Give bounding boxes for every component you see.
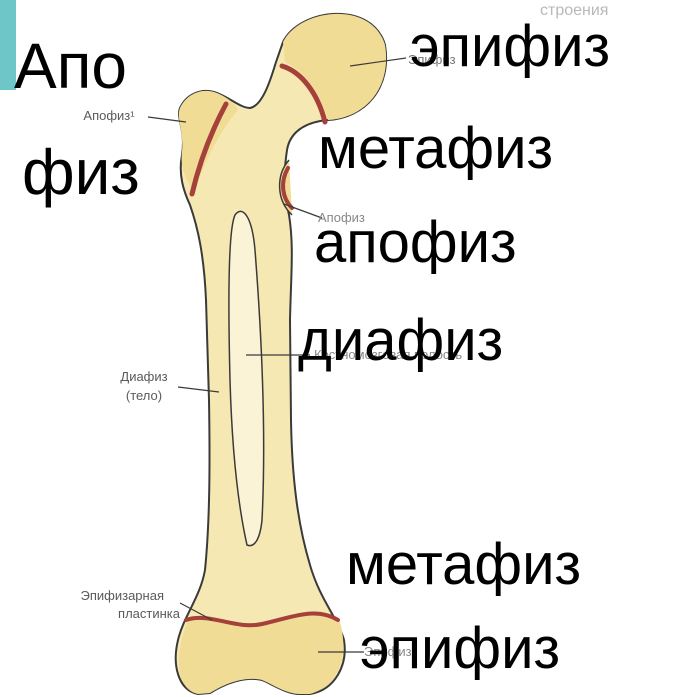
- label-epifizarnaya-1: Эпифизарная: [30, 588, 164, 604]
- overlay-diafiz: диафиз: [298, 312, 503, 370]
- overlay-fiz: физ: [22, 140, 140, 204]
- label-diafiz-sub: (тело): [104, 388, 184, 404]
- label-epifizarnaya-2: пластинка: [30, 606, 180, 622]
- label-apofiz-left: Апофиз¹: [64, 108, 154, 124]
- label-diafiz: Диафиз: [104, 369, 184, 385]
- overlay-apofiz: апофиз: [314, 214, 517, 272]
- overlay-epifiz-top: эпифиз: [410, 18, 610, 76]
- overlay-metafiz-top: метафиз: [318, 120, 553, 178]
- overlay-epifiz-bottom: эпифиз: [360, 620, 560, 678]
- overlay-metafiz-bottom: метафиз: [346, 536, 581, 594]
- overlay-apo: Апо: [14, 34, 127, 98]
